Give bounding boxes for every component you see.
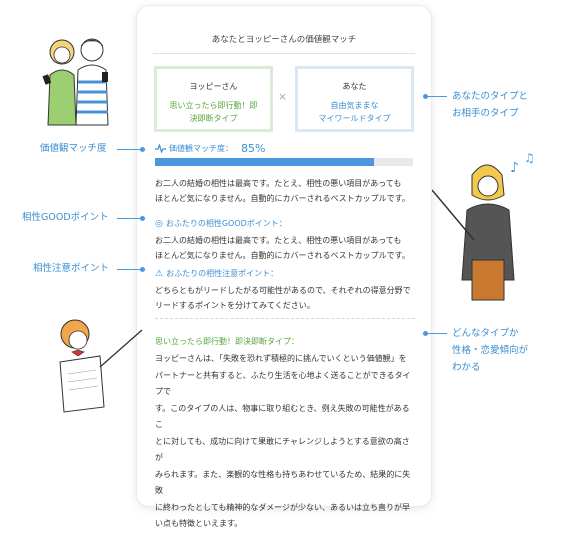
conductor-illustration [59, 319, 143, 413]
match-text: お二人の結婚の相性は最高です。たとえ、相性の悪い項目があっても ほとんど気になり… [155, 176, 415, 206]
match-label: 価値観マッチ度： [169, 144, 233, 153]
match-header: 価値観マッチ度： 85% [155, 142, 265, 155]
partner-name: ヨッピーさん [189, 82, 238, 91]
warning-triangle-icon: ⚠ [155, 268, 164, 279]
callout-caution: 相性注意ポイント [33, 263, 110, 274]
callout-line [117, 269, 141, 270]
caution-heading: ⚠ おふたりの相性注意ポイント： [155, 268, 278, 279]
good-text: お二人の結婚の相性は最高です。たとえ、相性の悪い項目があっても ほとんど気になり… [155, 233, 415, 263]
caution-text: どちらともがリードしたがる可能性があるので、それぞれの得意分野で リードするポイ… [155, 283, 415, 313]
callout-match: 価値観マッチ度 [40, 143, 107, 154]
callout-dot [140, 147, 145, 152]
caution-text-line: リードするポイントを分けてみてください。 [155, 301, 315, 310]
partner-type-box: ヨッピーさん 思い立ったら即行動！即 決即断タイプ [154, 66, 273, 132]
svg-text:♫: ♫ [524, 151, 535, 165]
match-percent: 85% [241, 142, 266, 155]
type-detail-text: ヨッピーさんは、「失敗を恐れず積極的に挑んでいくという価値観」を パートナーと共… [155, 351, 415, 533]
callout-tendency-line: どんなタイプか [452, 328, 519, 339]
callout-line [427, 96, 447, 97]
callout-dot [423, 331, 428, 336]
type-detail-line: パートナーと共有すると、ふたり生活を心地よく送ることができるタイプで [155, 370, 411, 397]
partner-type-line1: 思い立ったら即行動！即 [169, 101, 258, 110]
card-title: あなたとヨッピーさんの価値観マッチ [211, 35, 357, 45]
callout-types-line: お相手のタイプ [452, 108, 519, 119]
type-detail-line: とに対しても、成功に向けて果敢にチャレンジしようとする意欲の高さが [155, 436, 410, 463]
section-divider [155, 318, 415, 319]
partner-type: 思い立ったら即行動！即 決即断タイプ [157, 99, 270, 125]
your-type-line1: 自由気ままな [330, 101, 379, 110]
svg-text:♪: ♪ [510, 160, 519, 176]
couple-with-phones-illustration [42, 38, 109, 126]
callout-good: 相性GOODポイント [22, 212, 109, 223]
type-detail-line: い点も特徴といえます。 [155, 519, 243, 528]
callout-dot [140, 216, 145, 221]
pulse-icon [155, 144, 166, 153]
your-type-box: あなた 自由気ままな マイワールドタイプ [295, 66, 414, 132]
callout-line [117, 218, 141, 219]
good-text-line: ほとんど気になりません。自動的にカバーされるベストカップルです。 [155, 251, 410, 260]
match-text-line: お二人の結婚の相性は最高です。たとえ、相性の悪い項目があっても [155, 179, 402, 188]
good-text-line: お二人の結婚の相性は最高です。たとえ、相性の悪い項目があっても [155, 236, 402, 245]
callout-tendency: どんなタイプか 性格・恋愛傾向が わかる [452, 325, 528, 376]
type-detail-line: す。このタイプの人は、物事に取り組むとき、例え失敗の可能性があるこ [155, 403, 410, 430]
callout-dot [140, 267, 145, 272]
type-detail-line: みられます。また、楽観的な性格も持ちあわせているため、結果的に失敗 [155, 469, 411, 496]
circle-target-icon: ◎ [155, 218, 163, 229]
title-divider [153, 53, 415, 54]
your-type-line2: マイワールドタイプ [318, 114, 391, 123]
callout-line [427, 333, 447, 334]
your-name: あなた [342, 82, 367, 91]
callout-types-line: あなたのタイプと [452, 91, 529, 102]
type-detail-heading: 思い立ったら即行動！即決即断タイプ： [155, 337, 299, 346]
your-type: 自由気ままな マイワールドタイプ [298, 99, 411, 125]
match-progress-bar [155, 158, 413, 166]
caution-heading-text: おふたりの相性注意ポイント： [166, 269, 279, 278]
partner-type-line2: 決即断タイプ [189, 114, 238, 123]
times-symbol: × [278, 90, 288, 103]
good-heading-text: おふたりの相性GOODポイント： [165, 219, 287, 228]
match-text-line: ほとんど気になりません。自動的にカバーされるベストカップルです。 [155, 194, 410, 203]
callout-dot [423, 94, 428, 99]
callout-line [117, 149, 141, 150]
match-card: あなたとヨッピーさんの価値観マッチ ヨッピーさん 思い立ったら即行動！即 決即断… [137, 6, 431, 528]
good-heading: ◎ おふたりの相性GOODポイント： [155, 218, 287, 229]
callout-tendency-line: わかる [452, 362, 481, 373]
type-detail-line: ヨッピーさんは、「失敗を恐れず積極的に挑んでいくという価値観」を [155, 354, 407, 363]
match-progress-fill [155, 158, 375, 166]
teacher-with-pointer-illustration: ♪ ♫ [432, 151, 535, 301]
callout-tendency-line: 性格・恋愛傾向が [452, 345, 529, 356]
type-detail-line: に終わったとしても精神的なダメージが少ない、あるいは立ち直りが早 [155, 502, 410, 512]
caution-text-line: どちらともがリードしたがる可能性があるので、それぞれの得意分野で [155, 286, 411, 295]
callout-types: あなたのタイプと お相手のタイプ [452, 88, 528, 122]
